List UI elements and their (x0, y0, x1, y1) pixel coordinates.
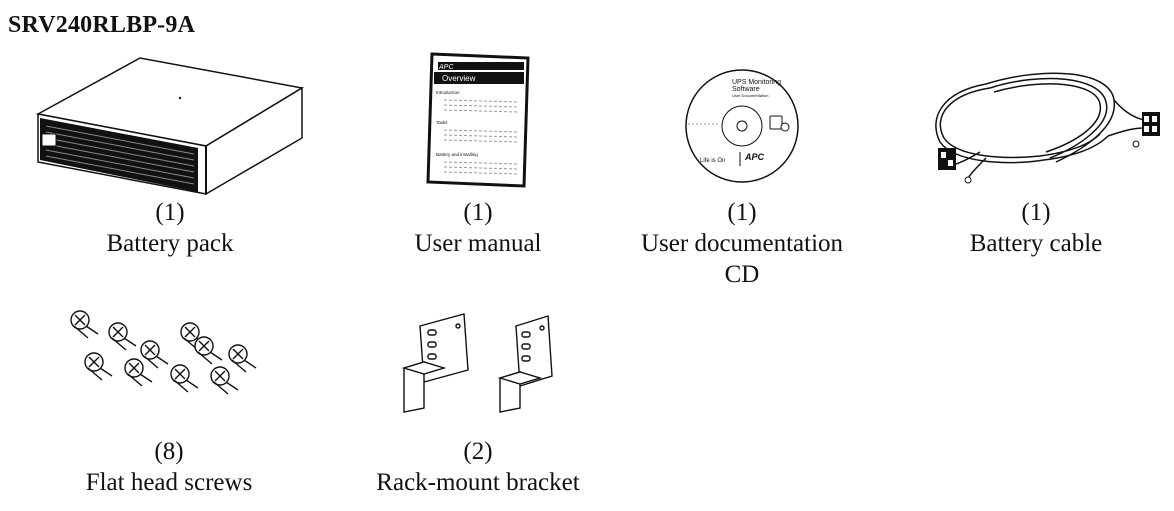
battery-pack-icon (30, 56, 310, 196)
user-manual-label: User manual (414, 230, 542, 257)
cd-line3-text: User Documentation (732, 93, 768, 98)
battery-cable-label: Battery cable (969, 230, 1103, 257)
manual-brand-text: APC (438, 64, 454, 71)
rack-mount-bracket-label: Rack-mount bracket (376, 469, 580, 496)
user-documentation-caption: (1) User documentation CD (612, 197, 872, 290)
rack-mount-bracket-caption: (2) Rack-mount bracket (358, 436, 598, 498)
user-documentation-label-2: CD (724, 261, 760, 288)
cd-slogan-text: Life is On (700, 158, 725, 164)
manual-section-3-text: Battery and installing (436, 152, 478, 157)
flat-head-screws-caption: (8) Flat head screws (54, 436, 284, 498)
user-manual-caption: (1) User manual (378, 197, 578, 259)
battery-cable-qty: (1) (1021, 199, 1051, 226)
battery-cable-icon (930, 62, 1160, 192)
bracket-icon (400, 312, 560, 412)
manual-heading-text: Overview (442, 74, 476, 83)
flat-head-screws-label: Flat head screws (85, 469, 253, 496)
user-documentation-qty: (1) (727, 199, 757, 226)
cd-brand-text: APC (744, 152, 765, 162)
battery-pack-qty: (1) (155, 199, 185, 226)
page-title: SRV240RLBP-9A (8, 12, 196, 38)
manual-section-1-text: Introduction (436, 90, 460, 95)
battery-cable-caption: (1) Battery cable (936, 197, 1136, 259)
battery-pack-label: Battery pack (106, 230, 234, 257)
screws-icon (80, 320, 257, 395)
user-documentation-label: User documentation (640, 230, 844, 257)
user-manual-icon: APC Overview Introduction Tasks Battery … (420, 50, 540, 190)
battery-pack-caption: (1) Battery pack (70, 197, 270, 259)
cd-line2-text: Software (732, 86, 760, 93)
cd-icon: UPS Monitoring Software User Documentati… (682, 66, 802, 186)
cd-line1-text: UPS Monitoring (732, 79, 781, 86)
flat-head-screws-qty: (8) (154, 438, 184, 465)
user-manual-qty: (1) (463, 199, 493, 226)
rack-mount-bracket-qty: (2) (463, 438, 493, 465)
manual-section-2-text: Tasks (436, 120, 448, 125)
